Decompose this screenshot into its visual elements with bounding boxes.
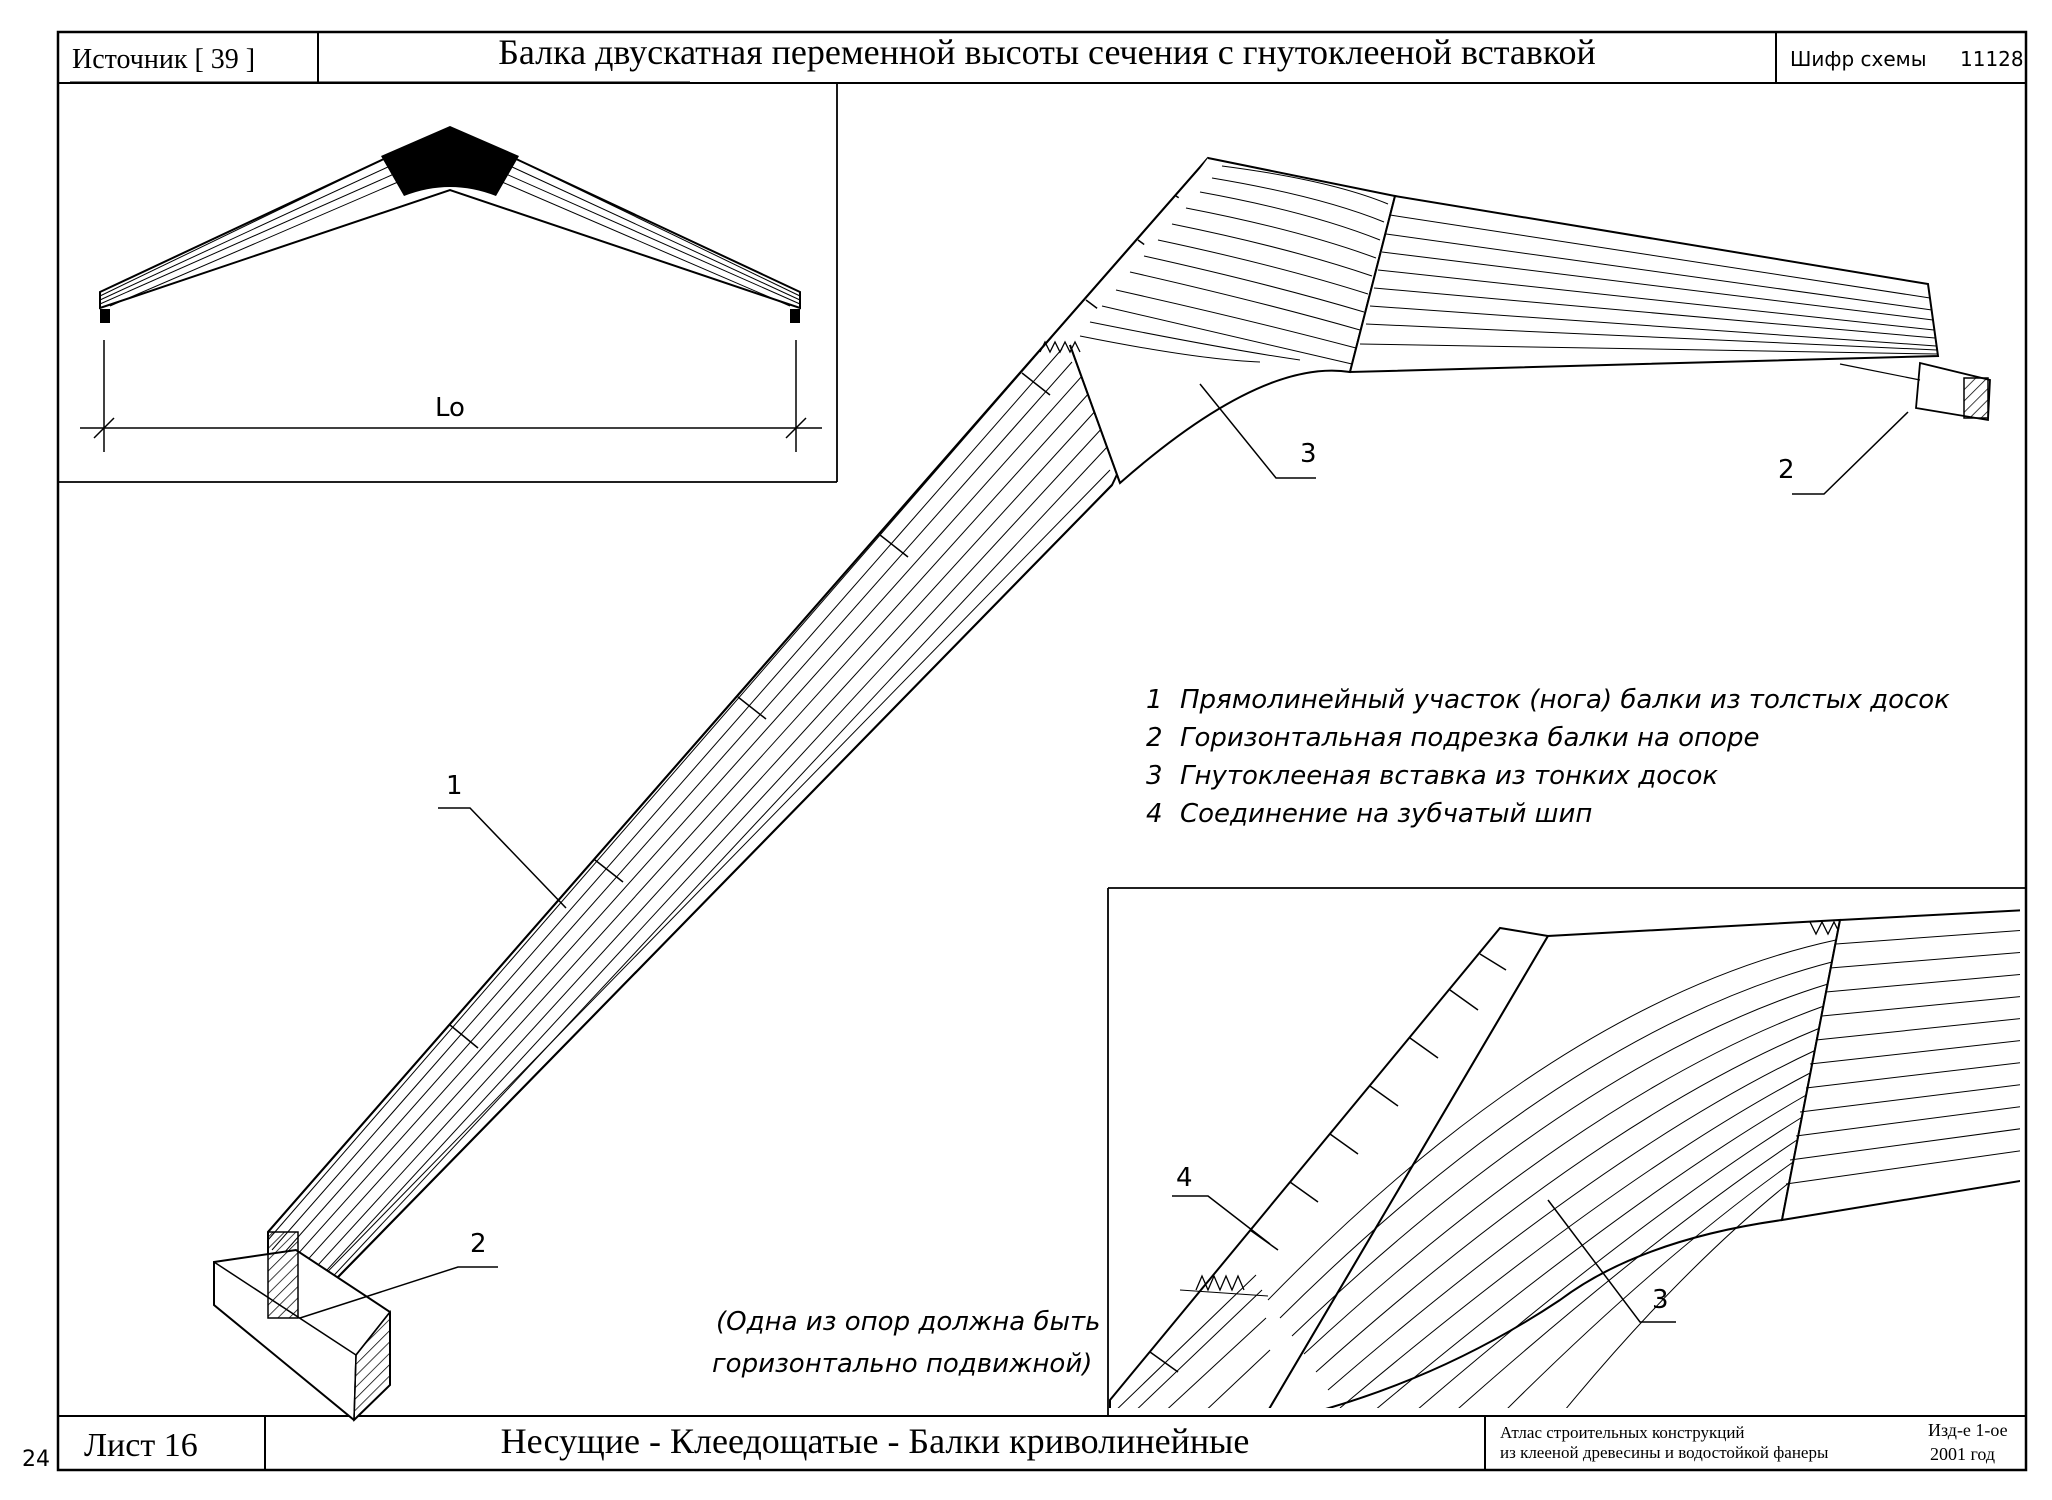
legend-text-1: Прямолинейный участок (нога) балки из то… <box>1180 685 1950 715</box>
source-label: Источник [ 39 ] <box>72 44 255 75</box>
atlas-line-2: из клееной древесины и водостойкой фанер… <box>1500 1443 1829 1462</box>
sheet-frame <box>56 30 2028 1472</box>
main-beam-left-support <box>213 1231 391 1422</box>
legend-text-4: Соединение на зубчатый шип <box>1180 799 1592 829</box>
atlas-line-1: Атлас строительных конструкций <box>1500 1423 1745 1442</box>
legend-text-2: Горизонтальная подрезка балки на опоре <box>1180 723 1759 753</box>
sheet-number: Лист 16 <box>84 1427 198 1464</box>
legend-num-4: 4 <box>1146 799 1163 829</box>
footer-category: Несущие - Клеедощатые - Балки криволиней… <box>501 1421 1250 1461</box>
detail-callout-4: 4 <box>1176 1163 1193 1193</box>
edition-line-2: 2001 год <box>1930 1444 1995 1464</box>
detail-view <box>1109 909 2020 1408</box>
callout-2-left: 2 <box>470 1229 487 1259</box>
main-view-leaders <box>299 383 1909 1319</box>
support-note-line1: (Одна из опор должна быть <box>716 1307 1101 1337</box>
overview-dimension <box>80 340 822 452</box>
page-title: Балка двускатная переменной высоты сечен… <box>498 32 1596 72</box>
main-beam-curved-insert <box>1039 157 1397 485</box>
legend-num-2: 2 <box>1146 723 1163 753</box>
edition-line-1: Изд-е 1-ое <box>1928 1420 2008 1440</box>
support-note-line2: горизонтально подвижной) <box>712 1349 1092 1379</box>
main-beam-right-segment <box>1348 194 1991 422</box>
scheme-code-label: Шифр схемы <box>1790 47 1927 71</box>
legend-num-1: 1 <box>1146 685 1163 715</box>
scheme-code: 11128 <box>1960 47 2024 71</box>
detail-callout-3: 3 <box>1652 1285 1669 1315</box>
page-number: 24 <box>22 1447 50 1472</box>
legend-num-3: 3 <box>1146 761 1163 791</box>
callout-2-right: 2 <box>1778 455 1795 485</box>
span-label: Lo <box>435 393 465 423</box>
legend: 1 Прямолинейный участок (нога) балки из … <box>1146 685 1950 829</box>
overview-beam <box>99 126 801 323</box>
callout-1: 1 <box>446 771 463 801</box>
legend-text-3: Гнутоклееная вставка из тонких досок <box>1180 761 1718 791</box>
detail-leaders <box>1172 1195 1676 1323</box>
callout-3: 3 <box>1300 439 1317 469</box>
